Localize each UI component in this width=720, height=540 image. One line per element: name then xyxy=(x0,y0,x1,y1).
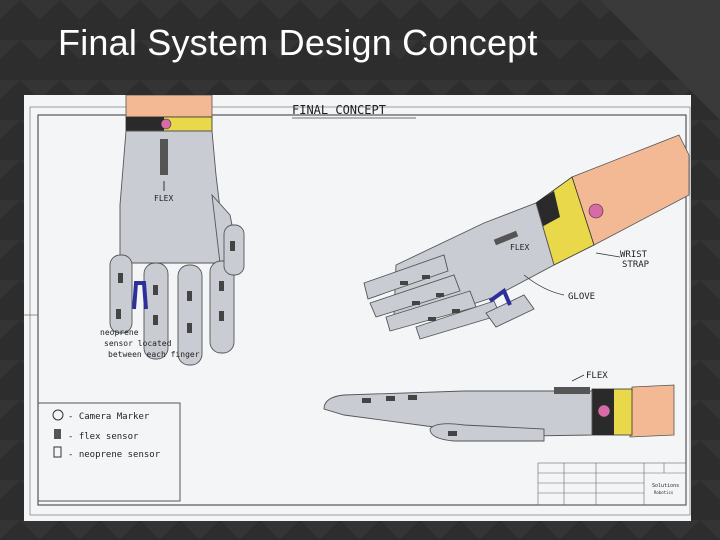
legend: - Camera Marker - flex sensor - neoprene… xyxy=(38,403,180,501)
flex-sensor xyxy=(422,275,430,279)
wrist-strap-label-1: WRIST xyxy=(620,250,648,260)
hand-side-view: FLEX xyxy=(324,371,674,441)
neoprene-sensor-top xyxy=(134,283,146,309)
flex-sensor xyxy=(452,309,460,313)
flex-sensor xyxy=(153,285,158,295)
flex-sensor xyxy=(408,395,417,400)
flex-sensor xyxy=(436,293,444,297)
flex-label-top: FLEX xyxy=(154,194,173,203)
camera-marker-side xyxy=(598,405,610,417)
flex-sensor xyxy=(219,281,224,291)
flex-side-leader xyxy=(572,375,584,381)
forearm-side xyxy=(630,385,674,437)
flex-sensor xyxy=(386,396,395,401)
legend-camera-marker-icon xyxy=(53,410,63,420)
flex-sensor xyxy=(448,431,457,436)
neoprene-note-line2: sensor located xyxy=(104,339,172,348)
camera-marker-angled xyxy=(589,204,603,218)
hand-angled-view: FLEX WRIST STRAP GLOVE xyxy=(364,135,689,339)
sketch-heading: FINAL CONCEPT xyxy=(292,103,386,117)
finger-pinky xyxy=(110,255,132,333)
flex-sensor xyxy=(412,301,420,305)
flex-sensor-palm xyxy=(160,139,168,175)
flex-sensor xyxy=(362,398,371,403)
flex-sensor xyxy=(187,291,192,301)
legend-neoprene-sensor: - neoprene sensor xyxy=(68,450,161,460)
flex-sensor xyxy=(118,273,123,283)
hand-top-view: FLEX neoprene sensor located between eac… xyxy=(100,95,244,365)
forearm-top xyxy=(126,95,212,117)
flex-sensor-side xyxy=(554,387,590,394)
title-block-company: Solutions xyxy=(652,483,679,489)
strap-dark-band xyxy=(126,117,164,131)
flex-sensor xyxy=(116,309,121,319)
flex-sensor xyxy=(187,323,192,333)
title-block-subcompany: Robotics xyxy=(654,490,674,495)
legend-camera-marker: - Camera Marker xyxy=(68,412,150,422)
flex-sensor xyxy=(428,317,436,321)
wrist-strap-label-2: STRAP xyxy=(622,260,650,270)
slide-title: Final System Design Concept xyxy=(58,22,538,64)
wrist-label-leader xyxy=(596,253,620,257)
flex-sensor xyxy=(219,311,224,321)
forearm-angled xyxy=(572,135,689,245)
neoprene-note-line3: between each finger xyxy=(108,350,200,359)
flex-label-mid: FLEX xyxy=(510,243,529,252)
legend-flex-sensor-icon xyxy=(54,429,61,439)
legend-flex-sensor: - flex sensor xyxy=(68,432,139,442)
glove-label: GLOVE xyxy=(568,292,595,302)
flex-sensor xyxy=(230,241,235,251)
flex-sensor xyxy=(400,281,408,285)
flex-label-side: FLEX xyxy=(586,371,608,381)
camera-marker-top xyxy=(161,119,171,129)
sketch-svg: FINAL CONCEPT FLEX neoprene xyxy=(24,95,691,521)
legend-neoprene-sensor-icon xyxy=(54,447,61,457)
flex-sensor xyxy=(153,315,158,325)
concept-sketch: FINAL CONCEPT FLEX neoprene xyxy=(24,95,691,521)
neoprene-note-line1: neoprene xyxy=(100,328,139,337)
